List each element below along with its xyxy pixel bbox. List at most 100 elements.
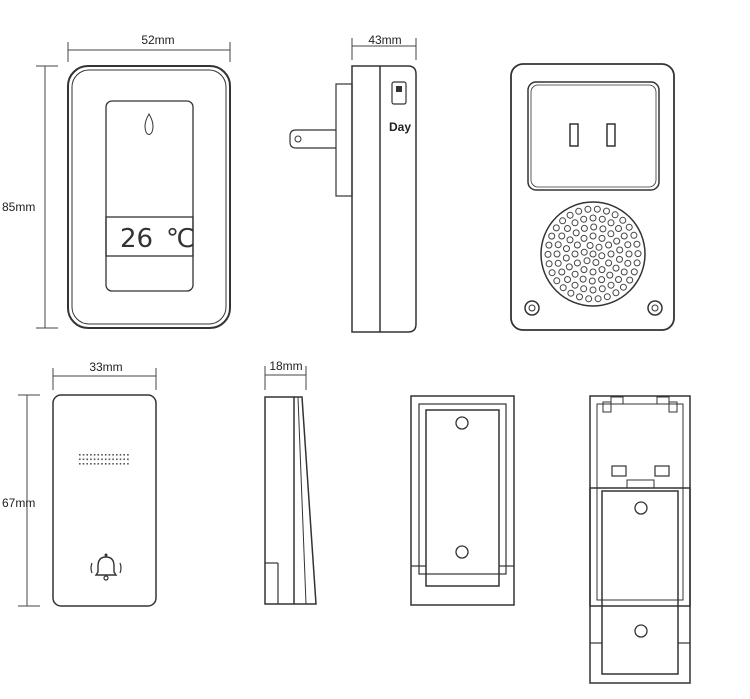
speaker-hole <box>598 215 606 223</box>
speaker-hole <box>603 293 611 301</box>
receiver-front-view: 52mm 85mm 26 ℃ <box>2 33 231 329</box>
antenna-dot <box>123 463 125 465</box>
speaker-hole <box>590 223 598 231</box>
speaker-hole <box>616 246 624 254</box>
day-switch <box>391 81 407 105</box>
antenna-dot <box>90 463 92 465</box>
receiver-side-body <box>351 65 417 333</box>
speaker-hole <box>607 219 615 227</box>
button-depth-label: 18mm <box>269 359 302 373</box>
button-antenna-dots <box>79 454 129 465</box>
speaker-hole <box>598 276 606 284</box>
speaker-hole <box>633 259 641 267</box>
speaker-hole <box>589 286 597 294</box>
speaker-hole <box>594 295 602 303</box>
speaker-hole <box>603 207 610 215</box>
screw-right <box>647 300 663 316</box>
antenna-dot <box>127 463 129 465</box>
speaker-hole <box>607 281 615 289</box>
speaker-grille <box>540 201 646 307</box>
speaker-hole <box>620 268 628 276</box>
speaker-hole <box>624 259 632 267</box>
button-back-with-bracket-view <box>589 395 691 684</box>
bracket-plate <box>425 409 500 587</box>
bell-icon <box>90 553 122 581</box>
speaker-hole <box>571 219 579 227</box>
speaker-holes <box>544 205 642 303</box>
speaker-hole <box>619 283 627 291</box>
antenna-dot <box>101 463 103 465</box>
speaker-hole <box>589 250 597 258</box>
speaker-hole <box>579 275 587 283</box>
antenna-dot <box>123 458 125 461</box>
antenna-dot <box>101 458 103 461</box>
antenna-dot <box>86 458 88 461</box>
speaker-hole <box>589 268 597 276</box>
speaker-hole <box>576 293 583 301</box>
speaker-hole <box>571 250 579 258</box>
speaker-hole <box>607 230 615 238</box>
speaker-hole <box>584 205 592 213</box>
speaker-hole <box>616 255 623 263</box>
antenna-dot <box>93 454 96 456</box>
speaker-hole <box>544 250 552 258</box>
antenna-dot <box>79 463 81 465</box>
receiver-side-view: 43mm Day <box>289 33 417 333</box>
antenna-dot <box>82 454 85 456</box>
speaker-hole <box>626 276 634 284</box>
speaker-hole <box>580 248 588 256</box>
speaker-hole <box>548 232 556 240</box>
sliding-bracket <box>589 487 691 684</box>
antenna-dot <box>86 454 88 456</box>
receiver-height-label: 85mm <box>2 200 35 214</box>
antenna-dot <box>97 454 100 456</box>
speaker-hole <box>564 276 571 283</box>
speaker-hole <box>633 240 641 248</box>
speaker-hole <box>553 277 561 285</box>
speaker-hole <box>598 252 606 260</box>
speaker-hole <box>573 259 581 267</box>
speaker-hole <box>598 266 606 274</box>
speaker-hole <box>571 270 579 278</box>
antenna-dot <box>108 458 111 461</box>
slide-screw-hole-bottom <box>634 624 648 638</box>
speaker-hole <box>605 259 613 267</box>
antenna-dot <box>104 463 107 465</box>
speaker-hole <box>567 289 575 297</box>
button-back-body <box>589 395 691 607</box>
plug-base <box>335 83 353 197</box>
antenna-dot <box>116 463 118 465</box>
speaker-hole <box>565 263 573 271</box>
antenna-dot <box>93 463 96 465</box>
speaker-hole <box>612 289 620 297</box>
speaker-hole <box>607 250 615 258</box>
speaker-hole <box>620 232 628 240</box>
antenna-dot <box>82 463 85 465</box>
button-side-body <box>264 396 295 605</box>
speaker-hole <box>580 285 588 293</box>
speaker-hole <box>598 285 606 293</box>
speaker-hole <box>589 232 597 240</box>
speaker-hole <box>630 268 638 276</box>
antenna-dot <box>86 463 88 465</box>
temperature-value: 26 <box>120 224 153 254</box>
speaker-hole <box>554 259 562 267</box>
speaker-hole <box>619 216 627 224</box>
speaker-hole <box>595 243 603 251</box>
antenna-dot <box>101 454 103 456</box>
button-front-view: 33mm 67mm <box>2 360 157 607</box>
antenna-dot <box>90 454 92 456</box>
speaker-hole <box>562 254 570 262</box>
bracket-screw-hole-top <box>455 416 469 430</box>
antenna-dot <box>119 458 122 461</box>
outlet-slot-left <box>569 123 579 147</box>
speaker-hole <box>586 242 594 249</box>
speaker-hole <box>588 277 596 285</box>
antenna-dot <box>112 454 114 456</box>
receiver-depth-label: 43mm <box>368 33 401 47</box>
speaker-hole <box>548 269 556 277</box>
antenna-dot <box>79 458 81 461</box>
speaker-hole <box>575 207 583 215</box>
receiver-back-body <box>510 63 675 331</box>
speaker-hole <box>615 276 622 283</box>
